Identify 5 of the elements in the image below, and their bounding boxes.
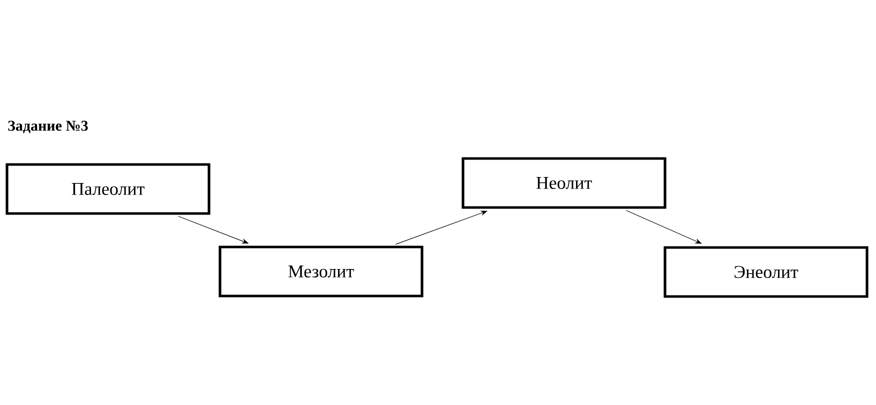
heading: Задание №3	[8, 120, 88, 134]
stage-box: Палеолит	[6, 163, 210, 215]
stage-box: Неолит	[462, 157, 666, 209]
stage-box: Энеолит	[664, 246, 868, 298]
stage-box: Мезолит	[218, 246, 424, 298]
